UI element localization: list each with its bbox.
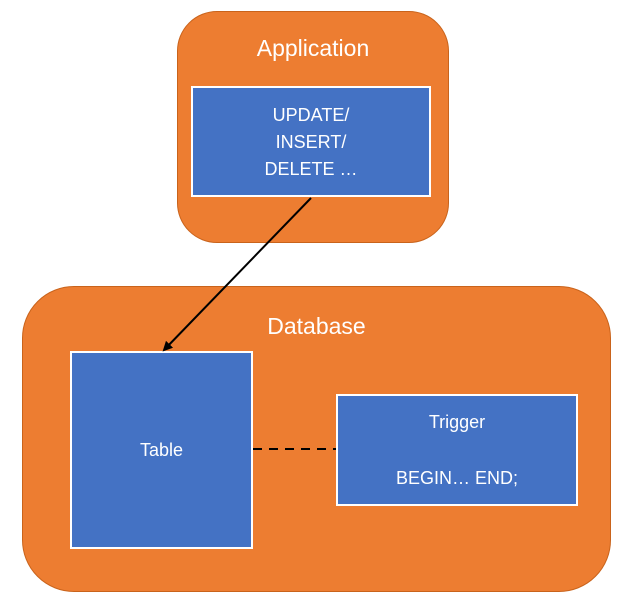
- sql-statement-box: UPDATE/ INSERT/ DELETE …: [191, 86, 431, 197]
- table-box: Table: [70, 351, 253, 549]
- table-label: Table: [139, 439, 184, 460]
- trigger-box: Trigger BEGIN… END;: [336, 394, 578, 506]
- statement-line-insert: INSERT/: [275, 132, 347, 152]
- trigger-title: Trigger: [428, 412, 486, 432]
- trigger-body: BEGIN… END;: [395, 468, 519, 488]
- statement-line-delete: DELETE …: [264, 159, 358, 179]
- database-title: Database: [267, 313, 366, 339]
- statement-line-update: UPDATE/: [272, 105, 350, 125]
- application-title: Application: [256, 35, 370, 61]
